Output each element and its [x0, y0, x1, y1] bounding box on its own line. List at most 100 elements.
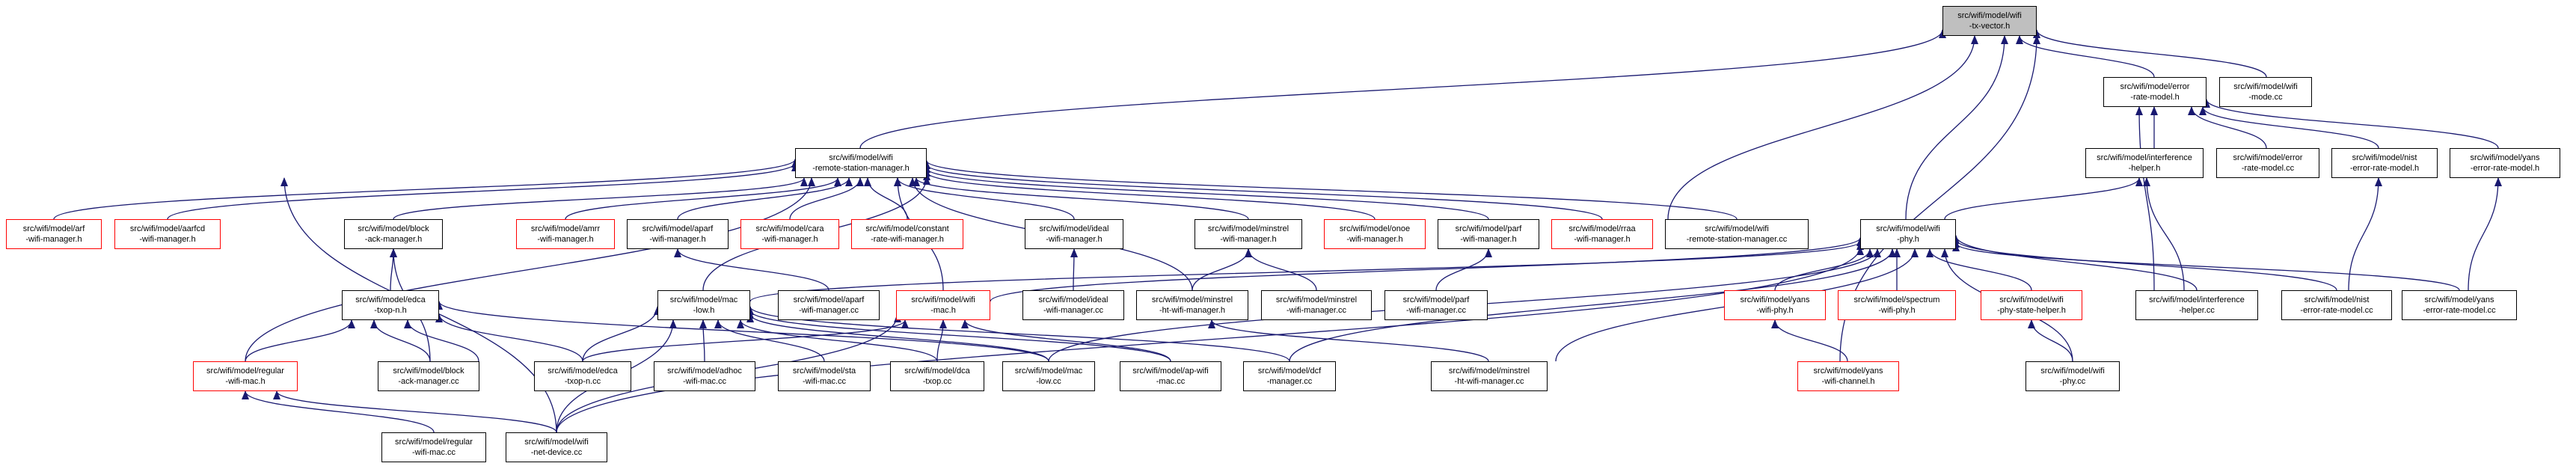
node-nist-error-rate-model-cc[interactable]: src/wifi/model/nist-error-rate-model.cc: [2281, 290, 2392, 320]
node-minstrel-wifi-manager-h[interactable]: src/wifi/model/minstrel-wifi-manager.h: [1195, 219, 1302, 249]
node-wifi-phy-h[interactable]: src/wifi/model/wifi -phy.h: [1860, 219, 1956, 249]
node-wifi-tx-vector-h[interactable]: src/wifi/model/wifi-tx-vector.h: [1942, 6, 2037, 36]
node-mac-low-h[interactable]: src/wifi/model/mac-low.h: [657, 290, 750, 320]
node-label-1: src/wifi/model/sta: [792, 367, 856, 376]
include-edge: [2348, 177, 2382, 291]
node-cara-wifi-manager-h[interactable]: src/wifi/model/cara-wifi-manager.h: [740, 219, 839, 249]
include-edge: [2016, 35, 2155, 78]
node-parf-wifi-manager-cc[interactable]: src/wifi/model/parf -wifi-manager.cc: [1384, 290, 1488, 320]
node-ideal-wifi-manager-cc[interactable]: src/wifi/model/ideal-wifi-manager.cc: [1022, 290, 1124, 320]
node-label-2: -net-device.cc: [530, 448, 583, 457]
include-edge: [2143, 177, 2185, 291]
node-aarfcd-wifi-manager-h[interactable]: src/wifi/model/aarfcd-wifi-manager.h: [114, 219, 221, 249]
node-adhoc-wifi-mac-cc[interactable]: src/wifi/model/adhoc-wifi-mac.cc: [654, 361, 755, 391]
node-label-1: src/wifi/model/interference: [2097, 153, 2192, 162]
node-regular-wifi-mac-h[interactable]: src/wifi/model/regular-wifi-mac.h: [193, 361, 298, 391]
node-ap-wifi-mac-cc[interactable]: src/wifi/model/ap-wifi-mac.cc: [1120, 361, 1221, 391]
node-label-1: src/wifi/model/wifi: [1957, 11, 2022, 20]
node-spectrum-wifi-phy-h[interactable]: src/wifi/model/spectrum-wifi-phy.h: [1838, 290, 1956, 320]
node-label-2: -phy.h: [1897, 235, 1919, 244]
node-ideal-wifi-manager-h[interactable]: src/wifi/model/ideal-wifi-manager.h: [1025, 219, 1123, 249]
node-label-1: src/wifi/model/parf: [1402, 295, 1470, 304]
node-rraa-wifi-manager-h[interactable]: src/wifi/model/rraa-wifi-manager.h: [1551, 219, 1653, 249]
node-wifi-phy-cc[interactable]: src/wifi/model/wifi-phy.cc: [2025, 361, 2120, 391]
node-label-2: -wifi-manager.cc: [1405, 306, 1467, 315]
node-label-1: src/wifi/model/wifi: [1876, 224, 1940, 233]
include-edge: [990, 237, 1864, 302]
node-label-1: src/wifi/model/mac: [1014, 367, 1083, 376]
node-minstrel-wifi-manager-cc[interactable]: src/wifi/model/minstrel-wifi-manager.cc: [1261, 290, 1372, 320]
include-edge: [435, 313, 583, 362]
node-dcf-manager-cc[interactable]: src/wifi/model/dcf-manager.cc: [1243, 361, 1336, 391]
node-wifi-remote-station-manager-h[interactable]: src/wifi/model/wifi-remote-station-manag…: [795, 148, 927, 178]
include-edge: [1952, 242, 2460, 291]
node-block-ack-manager-h[interactable]: src/wifi/model/block-ack-manager.h: [344, 219, 443, 249]
include-edge: [556, 246, 1864, 433]
node-wifi-mode-cc[interactable]: src/wifi/model/wifi-mode.cc: [2219, 77, 2312, 107]
include-edge: [1771, 319, 1848, 362]
node-label-2: -wifi-phy.h: [1756, 306, 1794, 315]
node-interference-helper-cc[interactable]: src/wifi/model/interference-helper.cc: [2135, 290, 2258, 320]
node-edca-txop-n-cc[interactable]: src/wifi/model/edca-txop-n.cc: [534, 361, 631, 391]
include-edge: [864, 177, 908, 220]
node-label-2: -helper.h: [2128, 164, 2161, 173]
node-block-ack-manager-cc[interactable]: src/wifi/model/block-ack-manager.cc: [378, 361, 479, 391]
node-interference-helper-h[interactable]: src/wifi/model/interference -helper.h: [2085, 148, 2204, 178]
node-mac-low-cc[interactable]: src/wifi/model/mac-low.cc: [1002, 361, 1095, 391]
node-parf-wifi-manager-h[interactable]: src/wifi/model/parf-wifi-manager.h: [1438, 219, 1539, 249]
node-minstrel-ht-wifi-manager-h[interactable]: src/wifi/model/minstrel-ht-wifi-manager.…: [1136, 290, 1248, 320]
node-label-2: -wifi-manager.h: [1346, 235, 1403, 244]
node-label-2: -wifi-mac.h: [225, 377, 266, 386]
node-label-2: -low.cc: [1036, 377, 1061, 386]
include-edge: [1435, 248, 1492, 291]
node-label-2: -wifi-manager.cc: [798, 306, 859, 315]
node-label-1: src/wifi/model/interference: [2149, 295, 2245, 304]
node-label-2: -wifi-manager.h: [25, 235, 82, 244]
include-edge: [53, 159, 799, 220]
node-label-2: -wifi-manager.cc: [1043, 306, 1104, 315]
include-edge: [749, 241, 1864, 302]
node-label-1: src/wifi/model/minstrel: [1275, 295, 1358, 304]
include-edge: [273, 390, 557, 433]
node-minstrel-ht-wifi-manager-cc[interactable]: src/wifi/model/minstrel-ht-wifi-manager.…: [1431, 361, 1548, 391]
node-dca-txop-cc[interactable]: src/wifi/model/dca-txop.cc: [890, 361, 984, 391]
node-yans-error-rate-model-h[interactable]: src/wifi/model/yans-error-rate-model.h: [2450, 148, 2560, 178]
node-error-rate-model-h[interactable]: src/wifi/model/error-rate-model.h: [2103, 77, 2207, 107]
node-label-2: -low.h: [693, 306, 715, 315]
node-yans-wifi-channel-h[interactable]: src/wifi/model/yans-wifi-channel.h: [1797, 361, 1899, 391]
node-sta-wifi-mac-cc[interactable]: src/wifi/model/sta-wifi-mac.cc: [778, 361, 871, 391]
node-wifi-net-device-cc[interactable]: src/wifi/model/wifi-net-device.cc: [506, 432, 607, 462]
include-edge: [435, 301, 1049, 362]
node-wifi-remote-station-manager-cc[interactable]: src/wifi/model/wifi-remote-station-manag…: [1665, 219, 1809, 249]
node-label-1: src/wifi/model/edca: [548, 367, 618, 376]
node-aparf-wifi-manager-h[interactable]: src/wifi/model/aparf-wifi-manager.h: [627, 219, 729, 249]
include-edge: [1192, 248, 1252, 291]
node-wifi-mac-h[interactable]: src/wifi/model/wifi-mac.h: [896, 290, 990, 320]
node-constant-rate-wifi-manager-h[interactable]: src/wifi/model/constant-rate-wifi-manage…: [851, 219, 963, 249]
node-label-2: -rate-model.cc: [2241, 164, 2295, 173]
node-label-2: -ack-manager.cc: [398, 377, 459, 386]
node-label-1: src/wifi/model/ap-wifi: [1132, 367, 1209, 376]
include-edge: [242, 390, 435, 433]
node-nist-error-rate-model-h[interactable]: src/wifi/model/nist-error-rate-model.h: [2331, 148, 2438, 178]
include-edge: [1926, 248, 2032, 291]
node-regular-wifi-mac-cc[interactable]: src/wifi/model/regular-wifi-mac.cc: [381, 432, 486, 462]
node-edca-txop-n-h[interactable]: src/wifi/model/edca-txop-n.h: [342, 290, 439, 320]
node-onoe-wifi-manager-h[interactable]: src/wifi/model/onoe-wifi-manager.h: [1324, 219, 1426, 249]
include-edge: [961, 319, 1171, 362]
node-yans-error-rate-model-cc[interactable]: src/wifi/model/yans-error-rate-model.cc: [2402, 290, 2517, 320]
node-yans-wifi-phy-h[interactable]: src/wifi/model/yans-wifi-phy.h: [1724, 290, 1826, 320]
include-edge: [167, 162, 799, 220]
include-edge: [789, 177, 864, 220]
node-label-2: -wifi-manager.h: [1460, 235, 1517, 244]
node-aparf-wifi-manager-cc[interactable]: src/wifi/model/aparf-wifi-manager.cc: [778, 290, 880, 320]
node-wifi-phy-state-helper-h[interactable]: src/wifi/model/wifi-phy-state-helper.h: [1981, 290, 2082, 320]
node-amrr-wifi-manager-h[interactable]: src/wifi/model/amrr-wifi-manager.h: [516, 219, 615, 249]
node-label-2: -wifi-manager.h: [1574, 235, 1631, 244]
node-label-1: src/wifi/model/arf: [22, 224, 85, 233]
node-label-2: -error-rate-model.h: [2349, 164, 2420, 173]
node-error-rate-model-cc[interactable]: src/wifi/model/error-rate-model.cc: [2216, 148, 2319, 178]
node-arf-wifi-manager-h[interactable]: src/wifi/model/arf -wifi-manager.h: [6, 219, 102, 249]
node-label-2: -wifi-manager.h: [139, 235, 196, 244]
